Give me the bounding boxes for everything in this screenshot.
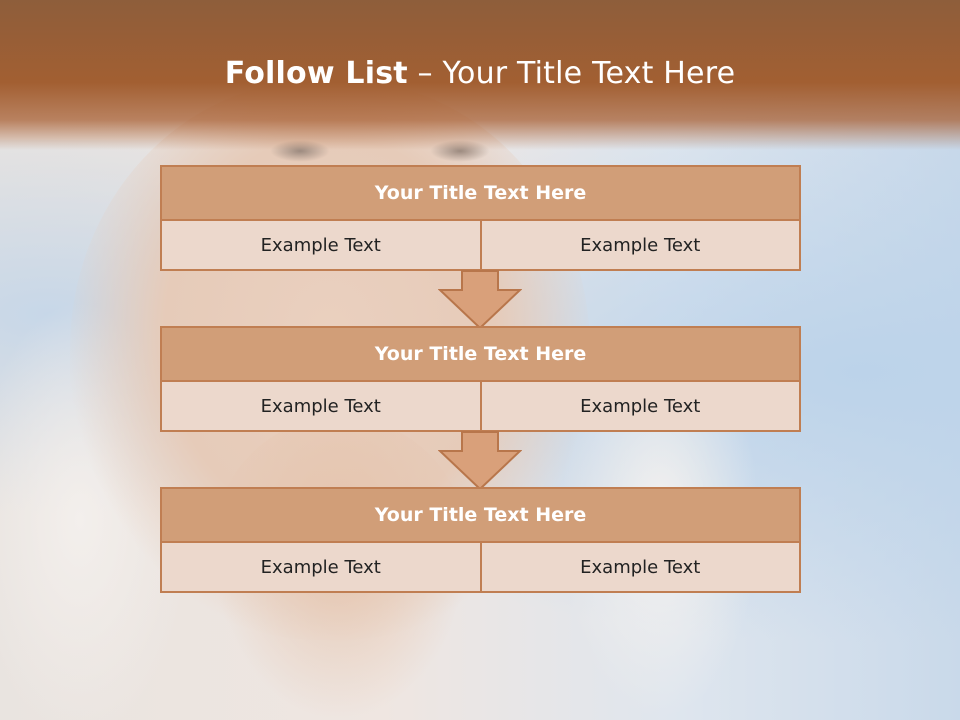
step-title: Your Title Text Here (160, 326, 801, 382)
slide-title-rest: – Your Title Text Here (407, 56, 736, 91)
step-cell-left: Example Text (162, 221, 480, 269)
step-cells: Example Text Example Text (160, 543, 801, 593)
step-box-1: Your Title Text Here Example Text Exampl… (160, 165, 801, 271)
down-arrow-icon (438, 431, 522, 491)
step-cell-right: Example Text (479, 382, 799, 430)
title-band (0, 0, 960, 150)
step-cells: Example Text Example Text (160, 221, 801, 271)
slide-title: Follow List – Your Title Text Here (0, 56, 960, 91)
step-cell-right: Example Text (479, 221, 799, 269)
step-cells: Example Text Example Text (160, 382, 801, 432)
step-box-3: Your Title Text Here Example Text Exampl… (160, 487, 801, 593)
step-cell-left: Example Text (162, 382, 480, 430)
step-box-2: Your Title Text Here Example Text Exampl… (160, 326, 801, 432)
step-title: Your Title Text Here (160, 165, 801, 221)
step-title: Your Title Text Here (160, 487, 801, 543)
down-arrow-icon (438, 270, 522, 330)
slide-title-bold: Follow List (224, 56, 408, 91)
step-cell-right: Example Text (479, 543, 799, 591)
step-cell-left: Example Text (162, 543, 480, 591)
